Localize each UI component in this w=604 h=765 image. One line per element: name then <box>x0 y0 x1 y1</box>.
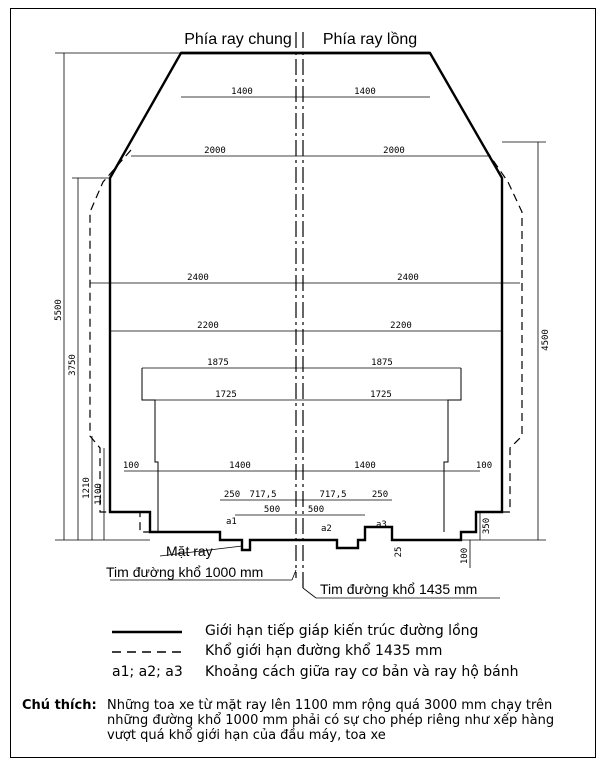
dim-4500: 4500 <box>541 329 551 351</box>
dim-500-left: 500 <box>264 505 280 515</box>
legend-text: Khoảng cách giữa ray cơ bản và ray hộ bá… <box>205 664 519 680</box>
leader-tim1435 <box>302 587 317 599</box>
dim-1400-bottom-left: 1400 <box>229 461 251 471</box>
dim-350: 350 <box>482 518 492 534</box>
gauge-1435-dashed-left <box>89 149 165 533</box>
label-a2: a2 <box>321 524 332 534</box>
note-title: Chú thích: <box>22 698 97 713</box>
dim-500-right: 500 <box>308 505 324 515</box>
legend-text: Khổ giới hạn đường khổ 1435 mm <box>205 643 443 659</box>
dim-250-left: 250 <box>224 490 240 500</box>
dim-2000-left: 2000 <box>204 146 226 156</box>
dim-1400-top-right: 1400 <box>354 87 376 97</box>
legend-item-a: a1; a2; a3 Khoảng cách giữa ray cơ bản v… <box>112 664 518 680</box>
dim-100-left: 100 <box>123 461 139 471</box>
dim-717-right: 717,5 <box>319 490 346 500</box>
dim-250-right: 250 <box>372 490 388 500</box>
dim-2200-left: 2200 <box>197 321 219 331</box>
leader-mat-ray <box>159 545 243 557</box>
note-text: Những toa xe từ mặt ray lên 1100 mm rộng… <box>107 698 555 743</box>
dim-3750: 3750 <box>68 354 78 376</box>
dim-1100: 1100 <box>94 483 104 505</box>
dimension-lines <box>55 52 546 568</box>
dim-1400-top-left: 1400 <box>231 87 253 97</box>
dim-1210: 1210 <box>82 477 92 499</box>
label-a1: a1 <box>226 517 237 527</box>
dim-1725-left: 1725 <box>215 390 237 400</box>
legend-text: Giới hạn tiếp giáp kiến trúc đường lồng <box>205 623 479 639</box>
dim-2200-right: 2200 <box>390 321 412 331</box>
dim-2400-right: 2400 <box>397 273 419 283</box>
dim-100-right: 100 <box>476 461 492 471</box>
dim-717-left: 717,5 <box>249 490 276 500</box>
dim-100-vert: 100 <box>460 548 470 564</box>
dim-2000-right: 2000 <box>383 146 405 156</box>
dim-2400-left: 2400 <box>187 273 209 283</box>
label-mat-ray: Mặt ray <box>166 543 213 559</box>
note-block: Chú thích: Những toa xe từ mặt ray lên 11… <box>22 698 582 743</box>
label-a3: a3 <box>376 520 387 530</box>
legend-item-solid: Giới hạn tiếp giáp kiến trúc đường lồng <box>205 623 478 639</box>
dim-5500: 5500 <box>54 299 64 321</box>
inner-step-left <box>141 368 159 532</box>
label-tim1435: Tim đường khổ 1435 mm <box>320 581 477 597</box>
header-right-label: Phía ray lồng <box>323 31 417 48</box>
drawing-frame <box>10 8 596 758</box>
legend-symbol: a1; a2; a3 <box>112 664 183 680</box>
label-tim1000: Tim đường khổ 1000 mm <box>106 564 263 580</box>
dim-1875-left: 1875 <box>207 358 229 368</box>
dim-25: 25 <box>394 547 404 558</box>
header-left-label: Phía ray chung <box>184 31 292 48</box>
structure-limit-outline <box>108 51 504 552</box>
dim-1400-bottom-right: 1400 <box>354 461 376 471</box>
dim-1725-right: 1725 <box>370 390 392 400</box>
legend-item-dashed: Khổ giới hạn đường khổ 1435 mm <box>205 643 442 659</box>
inner-step-right <box>443 368 462 532</box>
dim-1875-right: 1875 <box>371 358 393 368</box>
